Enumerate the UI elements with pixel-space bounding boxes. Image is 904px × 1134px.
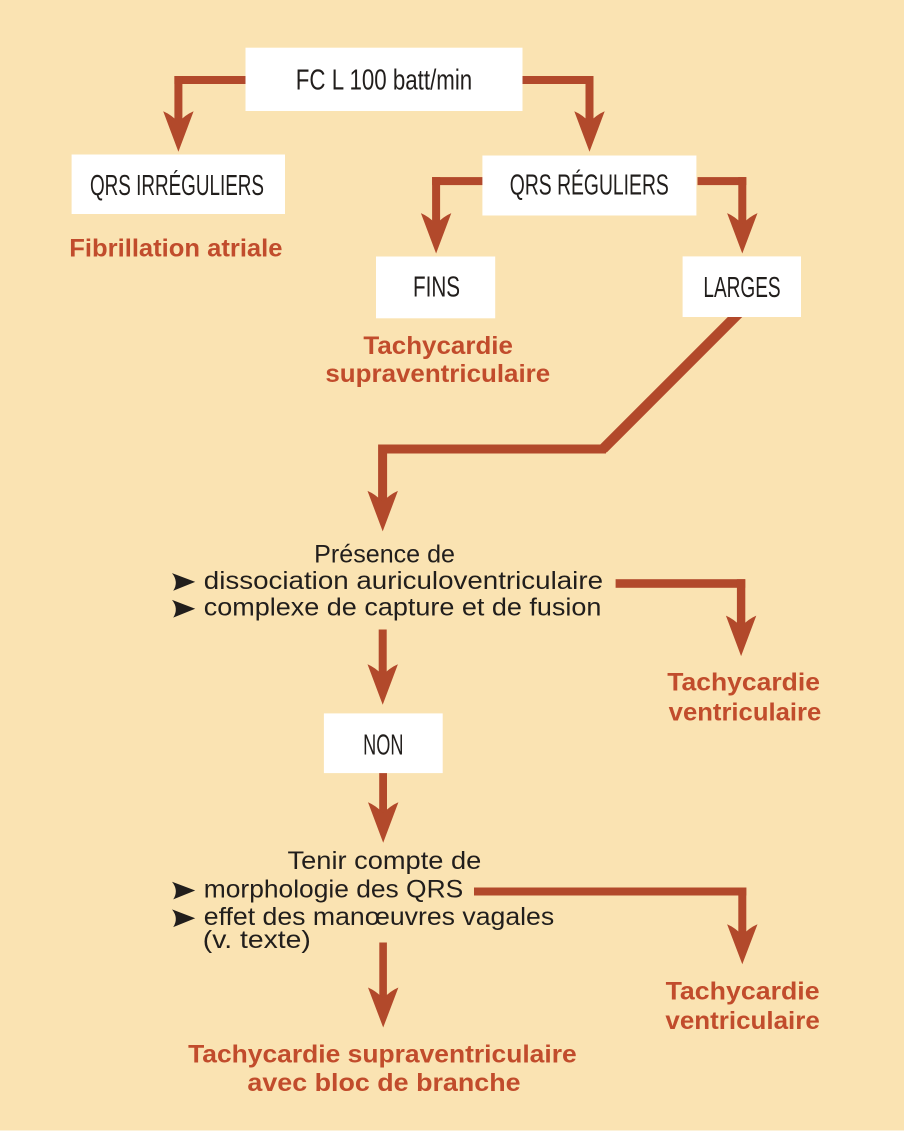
svg-text:Tachycardie: Tachycardie	[363, 332, 513, 360]
svg-text:complexe de capture et de fusi: complexe de capture et de fusion	[204, 595, 602, 622]
svg-text:FINS: FINS	[413, 271, 460, 303]
svg-text:effet des manœuvres vagales: effet des manœuvres vagales	[204, 904, 554, 931]
svg-text:ventriculaire: ventriculaire	[669, 698, 822, 726]
svg-text:Tachycardie supraventriculaire: Tachycardie supraventriculaire	[188, 1040, 577, 1068]
svg-text:Fibrillation atriale: Fibrillation atriale	[69, 235, 282, 263]
svg-text:Présence de: Présence de	[314, 542, 455, 569]
svg-text:morphologie des QRS: morphologie des QRS	[204, 876, 463, 903]
svg-text:supraventriculaire: supraventriculaire	[325, 360, 550, 388]
svg-text:dissociation auriculoventricul: dissociation auriculoventriculaire	[204, 568, 603, 595]
svg-text:Tachycardie: Tachycardie	[666, 977, 820, 1005]
svg-text:LARGES: LARGES	[703, 272, 780, 304]
svg-text:Tachycardie: Tachycardie	[667, 668, 820, 696]
svg-text:Tenir compte de: Tenir compte de	[288, 848, 482, 875]
svg-text:FC L 100 batt/min: FC L 100 batt/min	[296, 64, 472, 96]
svg-text:QRS RÉGULIERS: QRS RÉGULIERS	[510, 170, 669, 202]
svg-text:avec bloc de branche: avec bloc de branche	[247, 1069, 520, 1097]
svg-text:(v. texte): (v. texte)	[203, 927, 311, 954]
svg-text:QRS IRRÉGULIERS: QRS IRRÉGULIERS	[90, 170, 264, 202]
svg-text:ventriculaire: ventriculaire	[665, 1007, 819, 1035]
svg-text:NON: NON	[363, 730, 403, 762]
